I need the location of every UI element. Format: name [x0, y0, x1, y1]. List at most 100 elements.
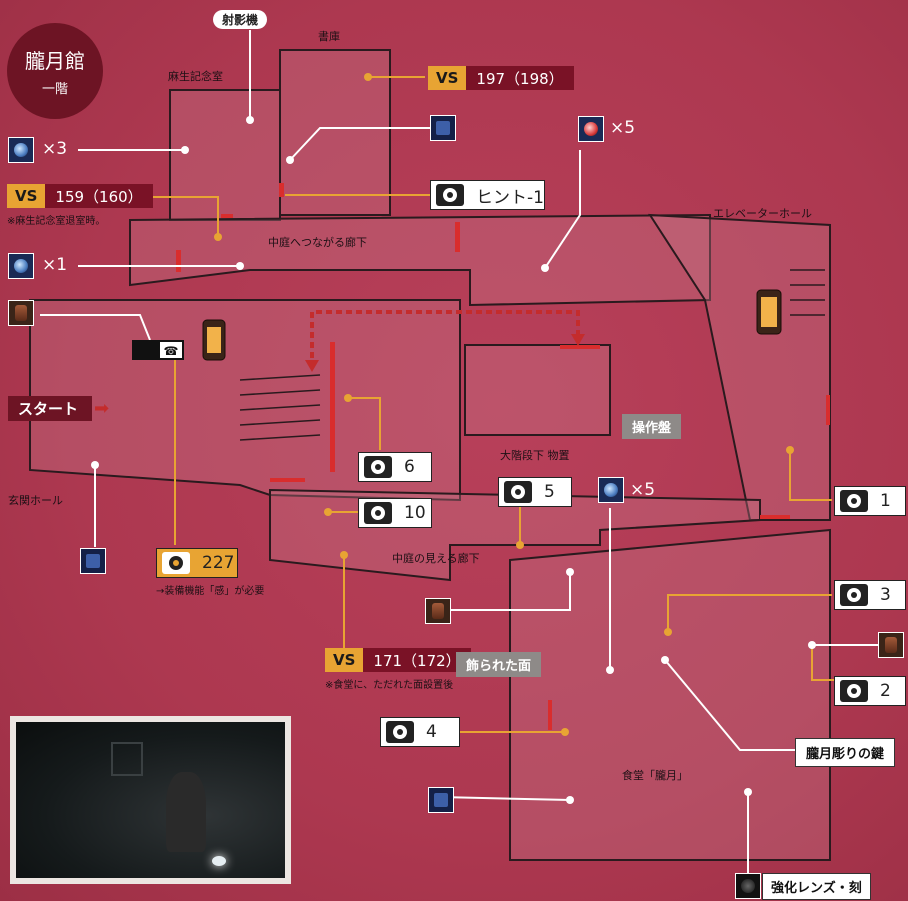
route-path	[310, 310, 580, 368]
camera-label: 2	[880, 681, 891, 701]
item-count: ×5	[610, 118, 636, 138]
camera-icon	[364, 502, 392, 524]
library-outline	[279, 49, 391, 216]
marker-dot	[516, 541, 524, 549]
stair-line	[239, 419, 321, 426]
vs-label: VS	[325, 648, 364, 672]
leader-line	[348, 397, 381, 450]
lantern-icon	[756, 289, 782, 335]
marker-dot	[786, 446, 794, 454]
spirit-stone-icon	[8, 137, 34, 163]
spirit-stone-icon	[598, 477, 624, 503]
herbal-jar-icon	[878, 632, 904, 658]
vs-label: VS	[7, 184, 46, 208]
leader-line	[440, 572, 571, 611]
marker-dot	[606, 666, 614, 674]
marker-dot	[661, 656, 669, 664]
camera-marker: 2	[834, 676, 906, 706]
game-screenshot	[10, 716, 291, 884]
door-marker	[221, 214, 233, 218]
door-marker	[560, 345, 600, 349]
door-marker	[176, 250, 181, 272]
camera-icon	[436, 184, 464, 206]
decorated-mask-label: 飾られた面	[456, 652, 542, 677]
marker-dot	[214, 233, 222, 241]
red-stone-icon	[578, 116, 604, 142]
vs-tag: VS 197（198）	[428, 66, 574, 90]
marker-dot	[236, 262, 244, 270]
herbal-jar-icon	[425, 598, 451, 624]
camera-marker: 10	[358, 498, 432, 528]
telephone-icon	[160, 342, 182, 358]
marker-dot	[324, 508, 332, 516]
camera-marker: 227	[156, 548, 238, 578]
camera-icon	[504, 481, 532, 503]
start-marker: スタート ➡	[8, 396, 109, 421]
film-item-icon	[428, 787, 454, 813]
storage-outline	[464, 344, 611, 436]
screenshot-light	[212, 856, 226, 866]
camera-label: 227	[202, 553, 235, 573]
door-marker	[330, 342, 335, 472]
leader-line	[667, 594, 832, 632]
vs-tag: VS 159（160）	[7, 184, 153, 208]
room-label-courtyard-view: 中庭の見える廊下	[392, 552, 480, 565]
vs-label: VS	[428, 66, 467, 90]
door-marker	[548, 700, 552, 730]
lens-item-label: 強化レンズ・刻	[762, 873, 871, 900]
camera-label: 4	[426, 722, 437, 742]
projector-label: 射影機	[213, 10, 268, 29]
camera-icon	[386, 721, 414, 743]
map-title: 朧月館	[25, 49, 85, 73]
marker-dot	[181, 146, 189, 154]
camera-icon	[840, 490, 868, 512]
vs-note: ※食堂に、ただれた面設置後	[325, 680, 454, 691]
camera-marker: 3	[834, 580, 906, 610]
marker-dot	[808, 641, 816, 649]
marker-dot	[340, 551, 348, 559]
lantern-icon	[202, 319, 226, 361]
floor-label: 一階	[41, 82, 68, 97]
leader-line	[544, 150, 581, 269]
marker-dot	[566, 796, 574, 804]
control-panel-label: 操作盤	[622, 414, 682, 439]
camera-icon	[162, 552, 190, 574]
elevator-hall-outline	[648, 213, 831, 521]
film-item-icon	[430, 115, 456, 141]
stair-line	[239, 389, 321, 396]
screenshot-image	[16, 722, 285, 878]
door-marker	[270, 478, 305, 482]
route-arrowhead	[571, 334, 585, 346]
marker-dot	[246, 116, 254, 124]
leader-line	[789, 450, 832, 501]
camera-marker: ヒント-1	[430, 180, 545, 210]
film-item-icon	[80, 548, 106, 574]
item-count: ×3	[42, 139, 68, 159]
lens-item-icon	[735, 873, 761, 899]
stair-line	[239, 404, 321, 411]
camera-label: 6	[404, 457, 415, 477]
start-label: スタート	[8, 396, 93, 421]
marker-dot	[91, 461, 99, 469]
item-count: ×5	[630, 480, 656, 500]
camera-icon	[840, 584, 868, 606]
camera-marker: 6	[358, 452, 432, 482]
vs-note: ※麻生記念室退室時。	[7, 216, 106, 227]
marker-dot	[286, 156, 294, 164]
memorial-room-outline	[169, 89, 281, 221]
door-marker	[760, 515, 790, 519]
herbal-jar-icon	[8, 300, 34, 326]
camera-marker: 4	[380, 717, 460, 747]
leader-line	[439, 796, 571, 801]
room-label-dining: 食堂「朧月」	[622, 769, 688, 782]
map-title-badge: 朧月館 一階	[7, 23, 103, 119]
spirit-stone-icon	[8, 253, 34, 279]
vs-number: 171（172）	[363, 648, 471, 672]
marker-dot	[664, 628, 672, 636]
camera-label: 5	[544, 482, 555, 502]
marker-dot	[344, 394, 352, 402]
camera-icon	[364, 456, 392, 478]
marker-dot	[744, 788, 752, 796]
arrow-right-icon: ➡	[94, 398, 110, 419]
